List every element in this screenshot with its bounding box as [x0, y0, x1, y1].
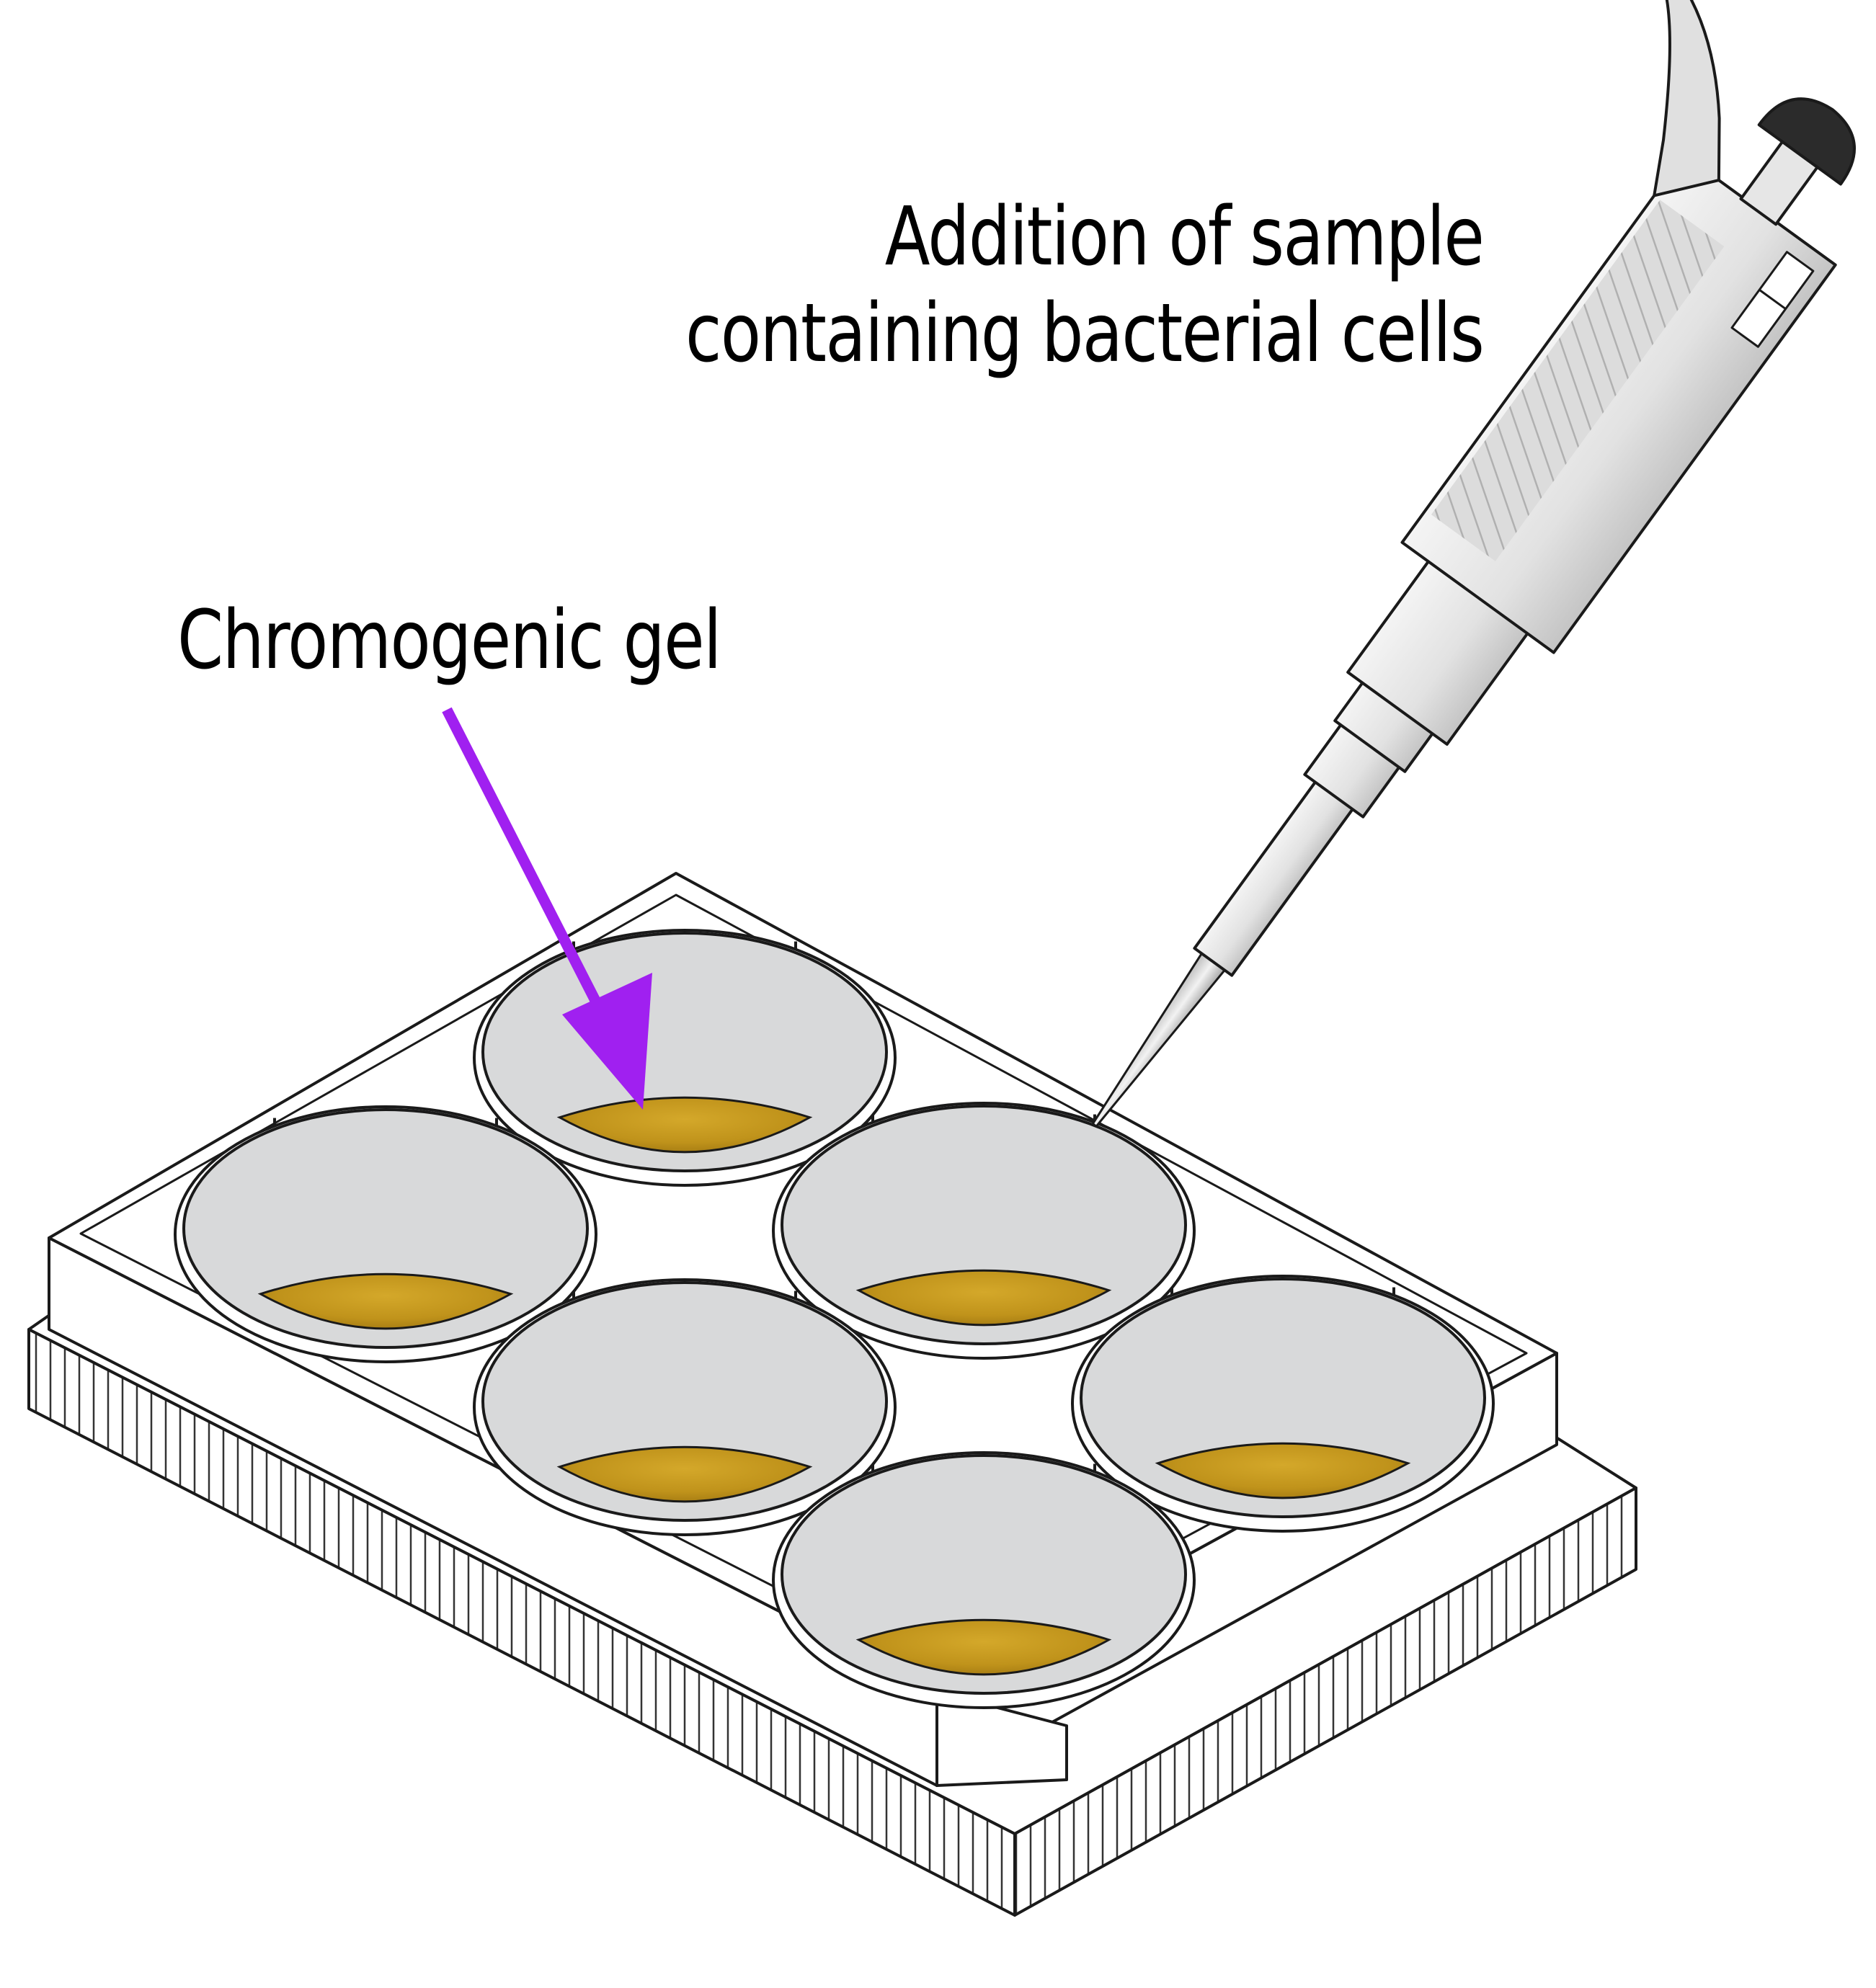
- pipette-icon: [1091, 0, 1856, 1128]
- well: [772, 1451, 1196, 1709]
- gel-layer: [855, 1618, 1112, 1676]
- wells: [174, 929, 1495, 1709]
- pipette-tip: [1091, 949, 1228, 1128]
- pipette-grip: [1431, 200, 1725, 561]
- pipette-label-line1: Addition of sample: [884, 190, 1484, 284]
- pipette-hook: [1653, 0, 1721, 197]
- well: [1071, 1275, 1495, 1533]
- gel-layer: [1155, 1442, 1411, 1499]
- well: [473, 1278, 897, 1536]
- pipette-shaft: [1193, 777, 1356, 977]
- gel-layer: [556, 1445, 813, 1503]
- gel-layer: [855, 1269, 1112, 1327]
- plate-skirt-right: [1013, 1486, 1637, 1917]
- pipette-label-line2: containing bacterial cells: [685, 287, 1485, 381]
- well: [174, 1105, 597, 1363]
- plate-corner: [935, 1690, 1068, 1787]
- pipette-plunger-cap: [1757, 97, 1856, 186]
- well: [772, 1102, 1196, 1360]
- gel-layer: [257, 1272, 514, 1330]
- pipette-label: Addition of sample containing bacterial …: [685, 189, 1485, 383]
- well: [473, 929, 897, 1187]
- arrow-icon: [442, 707, 652, 1110]
- gel-label: Chromogenic gel: [177, 594, 721, 687]
